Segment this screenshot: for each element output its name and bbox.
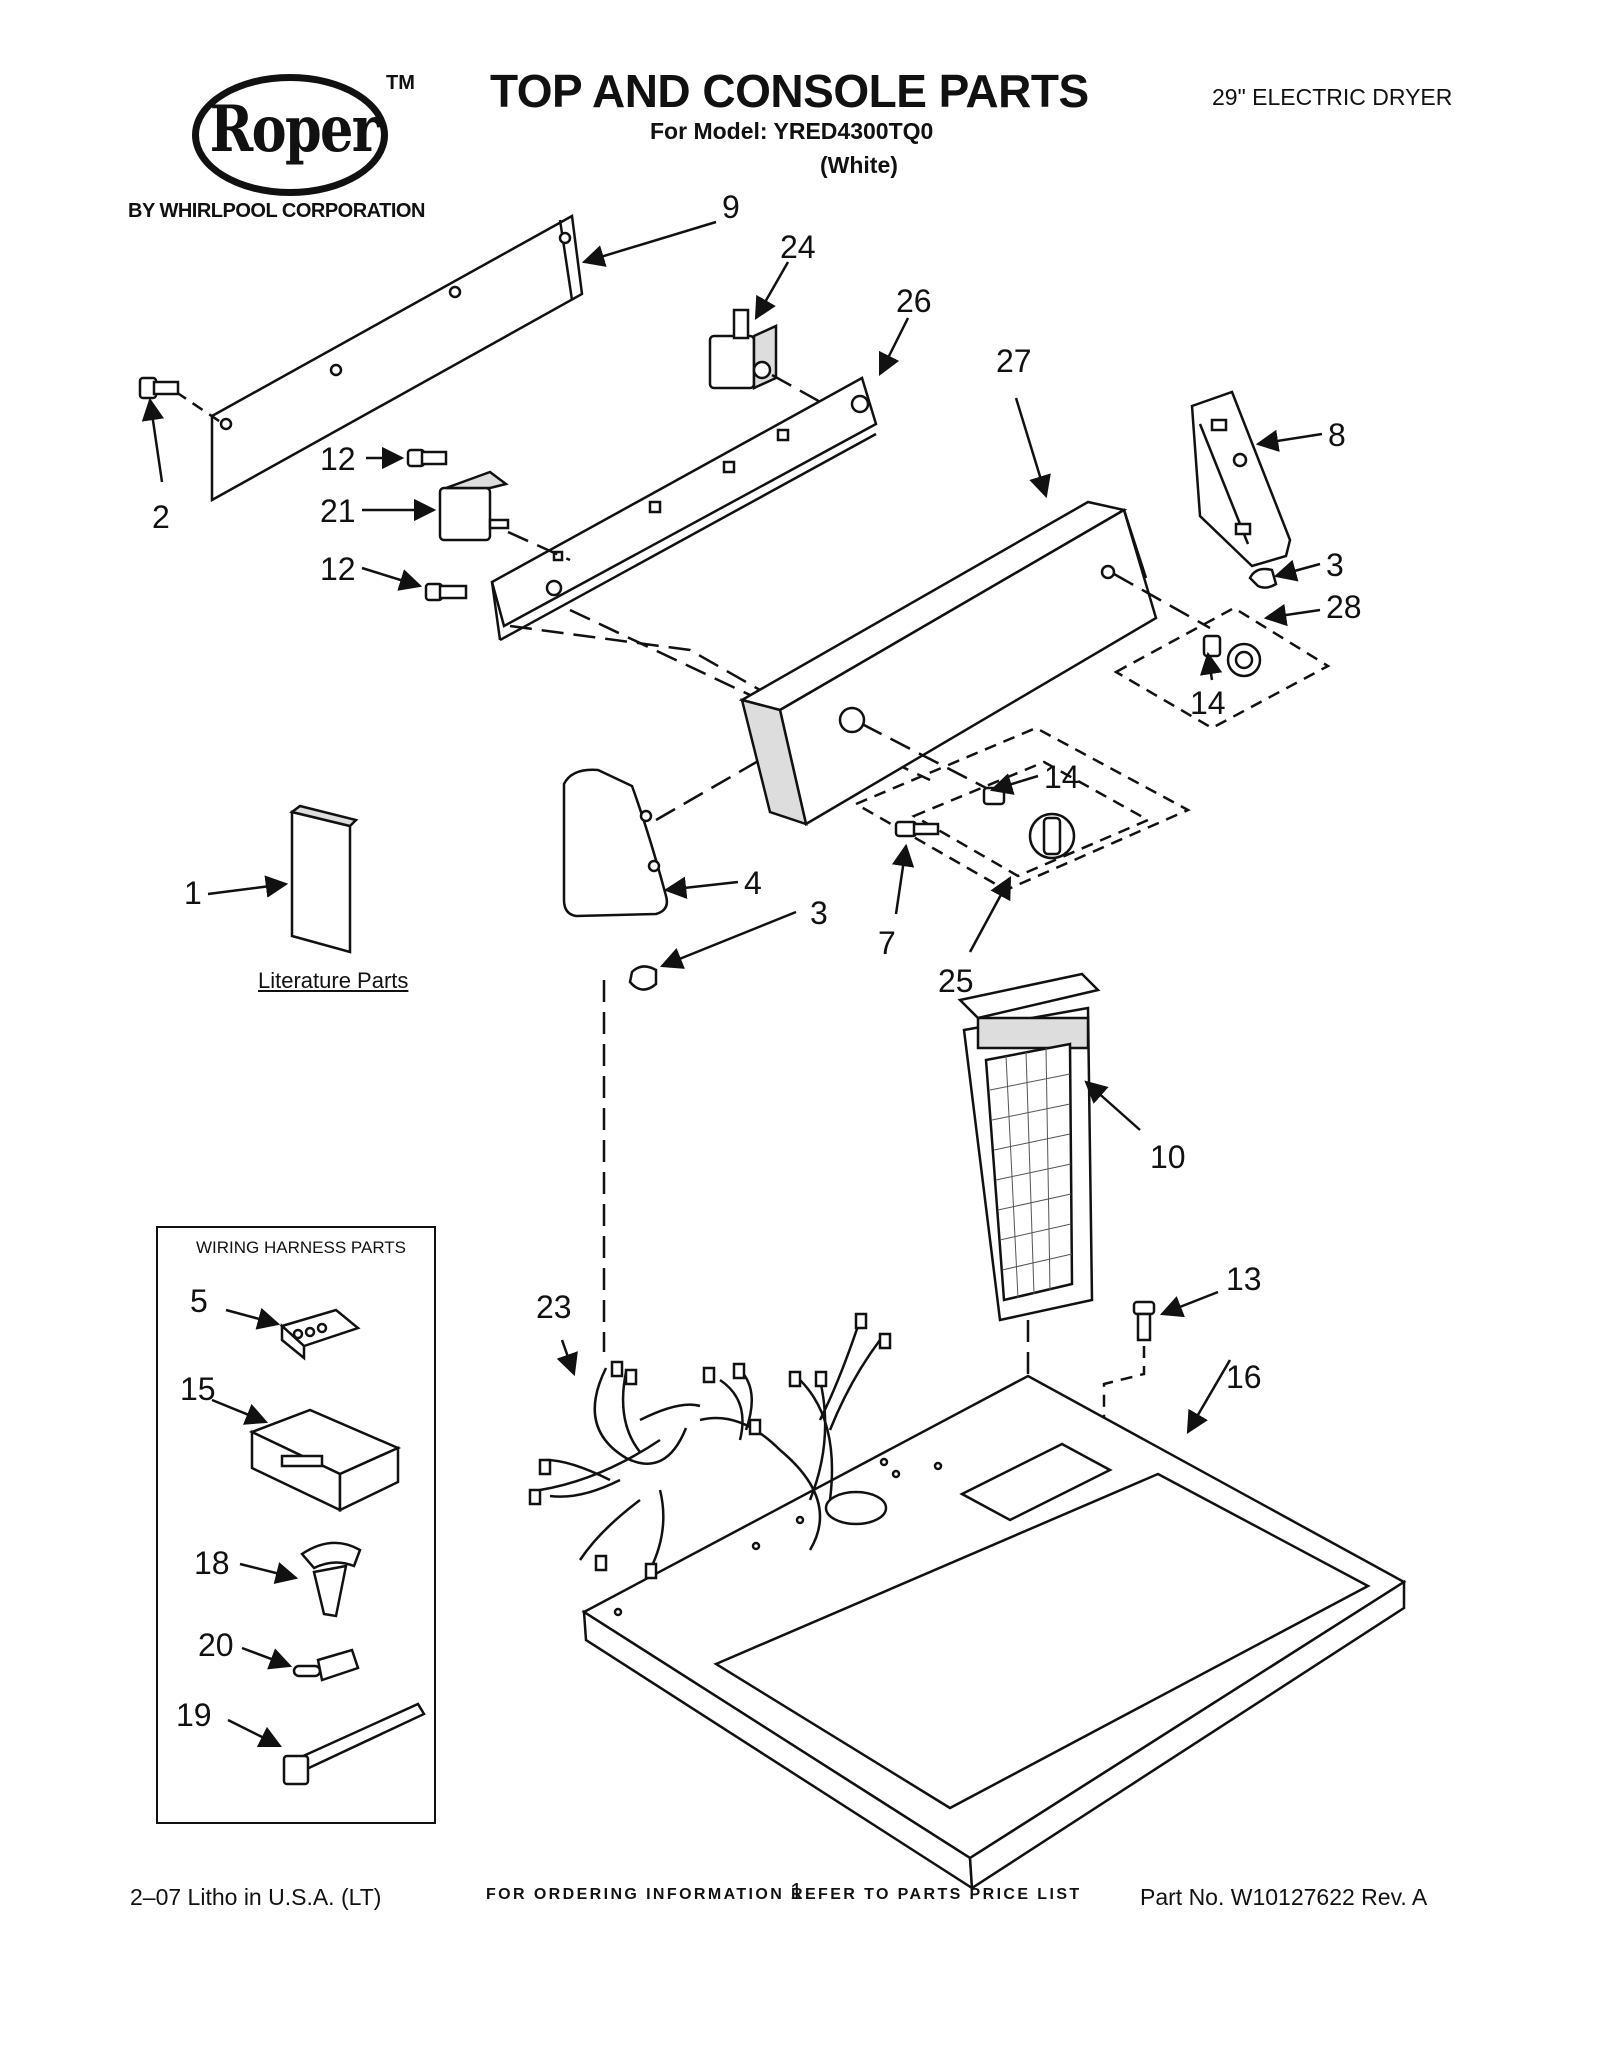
litho-info: 2–07 Litho in U.S.A. (LT)	[130, 1884, 382, 1910]
part-12-screw-lower	[424, 582, 468, 602]
logo-trademark: TM	[386, 72, 415, 94]
part-12-screw-upper	[406, 448, 448, 468]
callout-12-lower: 12	[320, 551, 356, 587]
logo-subtitle: BY WHIRLPOOL CORPORATION	[128, 200, 425, 222]
callout-7: 7	[878, 925, 896, 961]
callout-25: 25	[938, 963, 974, 999]
part-25-knob-kit	[853, 726, 1191, 892]
callout-14-upper: 14	[1190, 685, 1226, 721]
part-3-clip-upper	[1248, 567, 1278, 589]
callout-20: 20	[198, 1627, 234, 1663]
part-15-connector-block	[248, 1408, 402, 1512]
callout-13: 13	[1226, 1261, 1262, 1297]
part-9-rear-bracket	[175, 214, 584, 503]
page-number: 1	[790, 1878, 803, 1904]
wiring-harness-box	[156, 1226, 436, 1824]
part-16-top-panel	[581, 1374, 1407, 1891]
wiring-harness-label: WIRING HARNESS PARTS	[196, 1238, 407, 1257]
callout-15: 15	[180, 1371, 216, 1407]
product-type: 29" ELECTRIC DRYER	[1212, 84, 1453, 110]
logo-brand-text: Roper	[209, 92, 380, 167]
part-8-end-cap	[1190, 390, 1292, 568]
part-24-switch	[708, 308, 825, 406]
callout-10: 10	[1150, 1139, 1186, 1175]
callout-2: 2	[152, 499, 170, 535]
callout-3-upper: 3	[1326, 547, 1344, 583]
callout-16: 16	[1226, 1359, 1262, 1395]
callout-28: 28	[1326, 589, 1362, 625]
page-title: TOP AND CONSOLE PARTS	[490, 65, 1089, 117]
callout-14-lower: 14	[1044, 759, 1080, 795]
part-2-screw	[138, 376, 180, 400]
brand-logo: Roper TM BY WHIRLPOOL CORPORATION	[120, 62, 480, 232]
part-10-lint-screen	[957, 972, 1101, 1322]
callout-numbers: 9 2 24 26 27 8 12 21 12 3 28 14 14 1 4 3…	[152, 189, 1362, 1733]
callout-24: 24	[780, 229, 816, 265]
callout-23: 23	[536, 1289, 572, 1325]
callout-8: 8	[1328, 417, 1346, 453]
callout-19: 19	[176, 1697, 212, 1733]
callout-9: 9	[722, 189, 740, 225]
part-27-console	[738, 500, 1211, 826]
callout-21: 21	[320, 493, 356, 529]
callout-26: 26	[896, 283, 932, 319]
color-line: (White)	[820, 152, 898, 178]
part-26-console-rail	[490, 376, 878, 642]
literature-parts-label: Literature Parts	[258, 968, 409, 993]
callout-12-upper: 12	[320, 441, 356, 477]
callout-3-lower: 3	[810, 895, 828, 931]
part-3-clip-lower	[628, 965, 658, 991]
part-5-connector	[279, 1308, 361, 1361]
part-28-knob-kit	[1113, 606, 1331, 730]
part-23-wiring-harness	[528, 1312, 892, 1580]
callout-18: 18	[194, 1545, 230, 1581]
part-1-literature	[289, 804, 359, 954]
logo-oval	[192, 74, 388, 196]
callout-5: 5	[190, 1283, 208, 1319]
leader-arrows	[141, 220, 1323, 1748]
ordering-note: FOR ORDERING INFORMATION REFER TO PARTS …	[486, 1886, 1082, 1903]
part-number: Part No. W10127622 Rev. A	[1140, 1884, 1428, 1910]
part-4-end-cap	[562, 768, 669, 918]
part-19-cable-tie	[282, 1702, 426, 1786]
part-7-screw	[894, 820, 940, 838]
callout-1: 1	[184, 875, 202, 911]
model-line: For Model: YRED4300TQ0	[650, 118, 934, 144]
part-21-timer	[438, 470, 571, 562]
part-18-clip	[300, 1541, 362, 1618]
part-13-screw	[1132, 1300, 1156, 1342]
callout-27: 27	[996, 343, 1032, 379]
lint-screen-mesh	[989, 1047, 1073, 1299]
part-20-terminal	[292, 1648, 360, 1682]
callout-4: 4	[744, 865, 762, 901]
